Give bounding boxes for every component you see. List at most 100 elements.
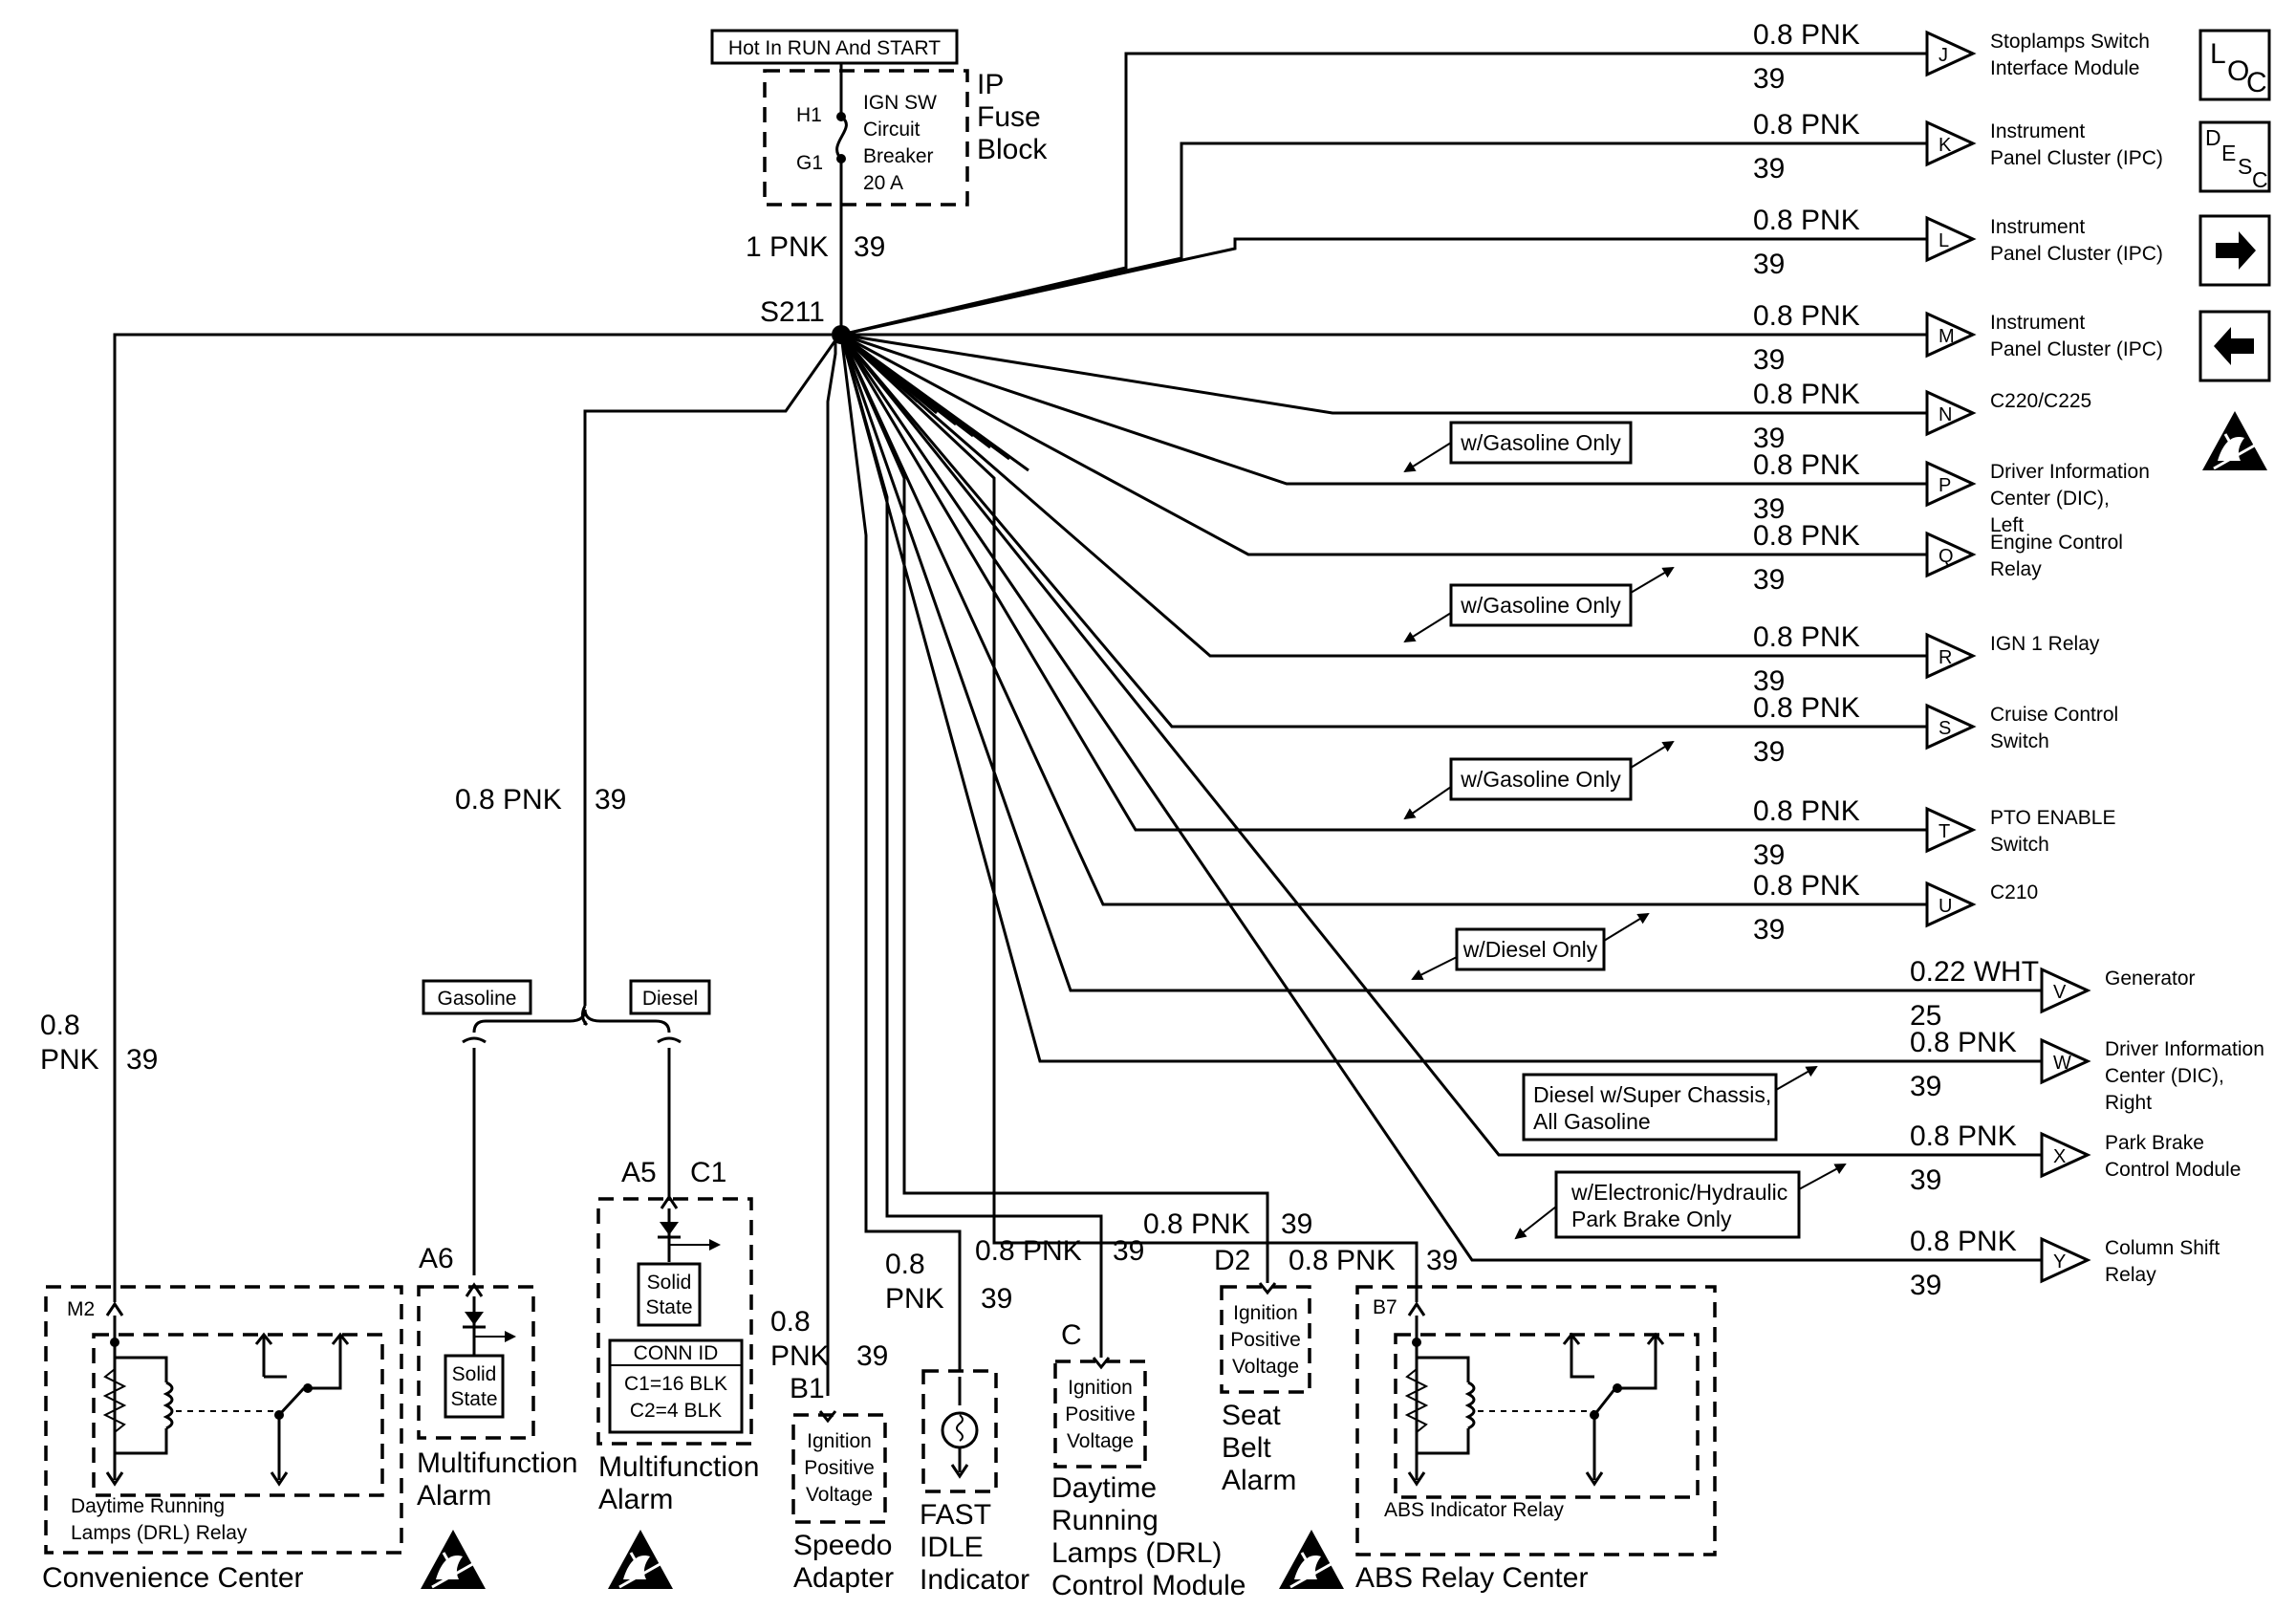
side-icons: L O C D E S C bbox=[2199, 29, 2271, 472]
breaker-label-1: IGN SW bbox=[863, 92, 937, 114]
desc-icon bbox=[2199, 120, 2271, 193]
connector-r bbox=[1925, 632, 1977, 680]
branch-dest-y-1: Relay bbox=[2105, 1264, 2156, 1286]
note-park-brake-1: w/Electronic/Hydraulic bbox=[1570, 1180, 1787, 1205]
multifunction-alarm-gasoline: A6 Solid State Multifunction Alarm bbox=[417, 1243, 577, 1591]
branch-dest-u-0: C210 bbox=[1990, 881, 2038, 903]
speedo-circuit-label: 39 bbox=[856, 1340, 888, 1372]
svg-text:Voltage: Voltage bbox=[1232, 1356, 1299, 1378]
connector-pin-j: J bbox=[1939, 45, 1948, 66]
drl-module-title-2: Running bbox=[1051, 1505, 1159, 1536]
svg-text:Ignition: Ignition bbox=[1068, 1377, 1133, 1399]
speedo-pin-b1: B1 bbox=[790, 1373, 825, 1404]
alarm-gas-state-2: State bbox=[450, 1388, 497, 1410]
branch-circuit-label-q: 39 bbox=[1753, 564, 1785, 596]
branch-dest-j-0: Stoplamps Switch bbox=[1990, 31, 2150, 53]
drl-module-circuit-label: 39 bbox=[1113, 1235, 1144, 1267]
branch-dest-s-1: Switch bbox=[1990, 730, 2049, 752]
fast-idle-circuit-label: 39 bbox=[981, 1283, 1012, 1315]
branch-circuit-label-p: 39 bbox=[1753, 493, 1785, 525]
branch-wire-label-j: 0.8 PNK bbox=[1753, 19, 1860, 51]
branch-wire-label-y: 0.8 PNK bbox=[1910, 1226, 2017, 1257]
loc-icon bbox=[2199, 29, 2271, 101]
drl-wire-label-1: 0.8 bbox=[40, 1010, 80, 1041]
esd-warning-icon-alarm-gas bbox=[419, 1528, 487, 1591]
branch-dest-w-2: Right bbox=[2105, 1092, 2152, 1114]
branch-wire-w bbox=[839, 334, 2042, 1063]
branch-dest-y-0: Column Shift bbox=[2105, 1237, 2220, 1259]
conn-id-c2: C2=4 BLK bbox=[630, 1400, 722, 1422]
convenience-center: M2 Daytime Running Lamps (DRL) Relay Con… bbox=[42, 1285, 403, 1594]
fuse-pin-h1: H1 bbox=[796, 104, 822, 126]
fuse-block-label-3: Block bbox=[977, 134, 1048, 165]
branch-wire-label-l: 0.8 PNK bbox=[1753, 205, 1860, 236]
branch-wire-label-m: 0.8 PNK bbox=[1753, 300, 1860, 332]
branch-wire-p bbox=[840, 333, 1927, 486]
speedo-title-1: Speedo bbox=[793, 1530, 892, 1561]
alarm-gas-title-2: Alarm bbox=[417, 1480, 491, 1512]
branch-dest-p-2: Left bbox=[1990, 514, 2024, 536]
branch-circuit-label-k: 39 bbox=[1753, 153, 1785, 185]
esd-warning-icon-drl-module bbox=[1277, 1528, 1346, 1591]
branch-wire-label-s: 0.8 PNK bbox=[1753, 692, 1860, 724]
seat-belt-wire-label: 0.8 PNK bbox=[1143, 1208, 1250, 1240]
branch-dest-t-1: Switch bbox=[1990, 834, 2049, 856]
branch-wire-s bbox=[839, 334, 1927, 729]
option-notes: w/Gasoline Only w/Gasoline Only w/Gasoli… bbox=[1403, 421, 1847, 1240]
branch-dest-l-1: Panel Cluster (IPC) bbox=[1990, 243, 2163, 265]
conn-id-c1: C1=16 BLK bbox=[624, 1373, 727, 1395]
connector-pin-l: L bbox=[1939, 230, 1949, 251]
alarm-diesel-state-2: State bbox=[645, 1296, 692, 1318]
connector-u bbox=[1925, 881, 1977, 928]
branch-dest-k-1: Panel Cluster (IPC) bbox=[1990, 147, 2163, 169]
note-diesel-only: w/Diesel Only bbox=[1462, 937, 1598, 962]
drl-module-title-3: Lamps (DRL) bbox=[1051, 1537, 1222, 1569]
abs-pin-b7: B7 bbox=[1373, 1296, 1397, 1318]
branch-dest-w-0: Driver Information bbox=[2105, 1038, 2264, 1060]
connector-pin-y: Y bbox=[2053, 1251, 2066, 1273]
svg-text:C: C bbox=[2246, 67, 2267, 98]
connector-pin-k: K bbox=[1939, 135, 1952, 156]
note-super-chassis-2: All Gasoline bbox=[1533, 1109, 1651, 1134]
fast-idle-title-1: FAST bbox=[920, 1499, 991, 1531]
seat-belt-pin: D2 bbox=[1214, 1245, 1250, 1276]
branch-circuit-label-x: 39 bbox=[1910, 1164, 1941, 1196]
gasoline-option-label: Gasoline bbox=[438, 988, 517, 1010]
branch-wire-v bbox=[839, 334, 2042, 992]
svg-text:Positive: Positive bbox=[1065, 1403, 1136, 1425]
drl-wire-label-2: PNK bbox=[40, 1044, 99, 1076]
feed-circuit-label: 39 bbox=[854, 231, 885, 263]
branch-circuit-label-j: 39 bbox=[1753, 63, 1785, 95]
fast-idle-wire-label-1: 0.8 bbox=[885, 1249, 925, 1280]
connector-pin-q: Q bbox=[1939, 546, 1954, 567]
feed-wire-label: 1 PNK bbox=[746, 231, 829, 263]
hot-in-run-start-label-box bbox=[710, 29, 959, 65]
connector-pin-m: M bbox=[1939, 326, 1955, 347]
ip-fuse-block: Hot In RUN And START IP Fuse Block H1 G1… bbox=[710, 29, 1048, 344]
alarm-diesel-pin-a5: A5 bbox=[621, 1157, 657, 1188]
svg-text:Voltage: Voltage bbox=[806, 1484, 873, 1506]
branch-circuit-label-s: 39 bbox=[1753, 736, 1785, 768]
speedo-adapter: 0.8 PNK 39 B1 Ignition Positive Voltage … bbox=[770, 342, 894, 1594]
connector-v bbox=[2040, 967, 2091, 1014]
branch-wire-label-r: 0.8 PNK bbox=[1753, 621, 1860, 653]
connector-pin-v: V bbox=[2053, 982, 2067, 1003]
connector-pin-t: T bbox=[1939, 821, 1950, 842]
branch-dest-r-0: IGN 1 Relay bbox=[1990, 633, 2100, 655]
svg-text:L: L bbox=[2210, 38, 2226, 70]
connector-pin-u: U bbox=[1939, 896, 1952, 917]
branch-circuit-label-m: 39 bbox=[1753, 344, 1785, 376]
connector-j bbox=[1925, 30, 1977, 77]
branch-wire-label-p: 0.8 PNK bbox=[1753, 449, 1860, 481]
branch-wire-n bbox=[840, 333, 1927, 415]
diesel-option-label: Diesel bbox=[642, 988, 698, 1010]
branch-dest-m-0: Instrument bbox=[1990, 312, 2085, 334]
fuse-block-label-2: Fuse bbox=[977, 101, 1041, 133]
branch-circuit-label-n: 39 bbox=[1753, 423, 1785, 454]
drl-circuit-label: 39 bbox=[126, 1044, 158, 1076]
seat-belt-alarm: 0.8 PNK 39 D2 Ignition Positive Voltage … bbox=[1143, 1208, 1312, 1496]
branch-dest-k-0: Instrument bbox=[1990, 120, 2085, 142]
branch-circuit-label-v: 25 bbox=[1910, 1000, 1941, 1032]
breaker-label-3: Breaker bbox=[863, 145, 934, 167]
branch-wire-label-k: 0.8 PNK bbox=[1753, 109, 1860, 141]
